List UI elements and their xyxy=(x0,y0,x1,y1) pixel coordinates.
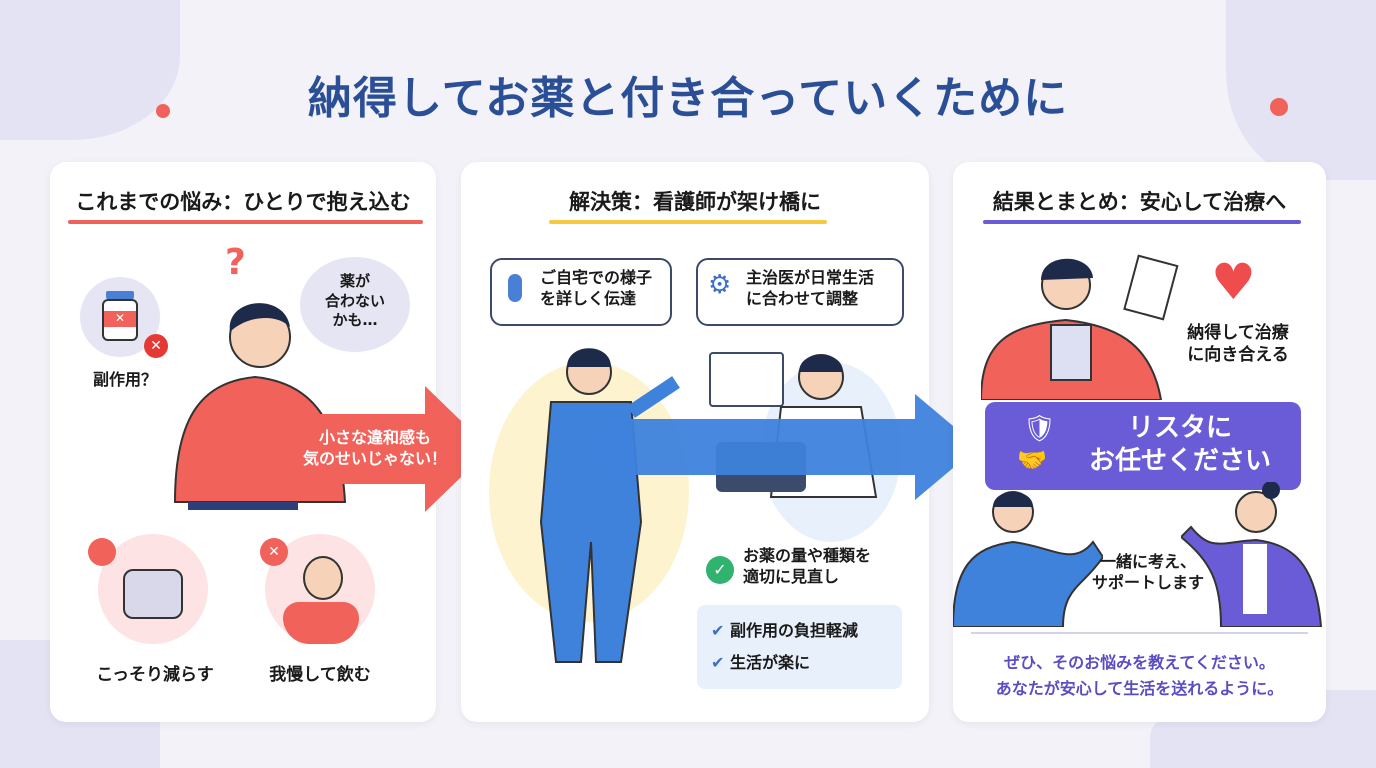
benefit-label: 生活が楽に xyxy=(729,653,810,672)
banner-text: リスタに お任せください xyxy=(1075,412,1285,477)
arrow-line: 小さな違和感も xyxy=(318,428,431,447)
pill-badge-icon xyxy=(88,538,116,566)
heart-icon: ♥ xyxy=(1211,253,1256,311)
pillow-icon xyxy=(98,534,208,644)
endure-label: 我慢して飲む xyxy=(269,665,371,685)
banner-line: リスタに xyxy=(1127,413,1232,443)
together-line: 一緒に考え、 xyxy=(1099,552,1196,571)
review-text: お薬の量や種類を 適切に見直し xyxy=(743,546,903,588)
sneak-label: こっそり減らす xyxy=(96,665,214,685)
check-icon: ✔ xyxy=(711,653,730,672)
pants xyxy=(188,502,298,510)
microphone-icon xyxy=(508,274,522,302)
together-line: サポートします xyxy=(1091,572,1204,592)
blue-arrow xyxy=(600,394,978,500)
woman-purple-illustration xyxy=(1181,482,1323,627)
question-icon: ? xyxy=(225,242,246,283)
bubble-line: ご自宅での様子 xyxy=(540,268,653,287)
chart-screen-illustration xyxy=(709,352,784,407)
thought-bubble xyxy=(300,257,410,352)
accept-text: 納得して治療 に向き合える xyxy=(1173,322,1303,366)
closing-line: あなたが安心して生活を送れるように。 xyxy=(995,678,1284,698)
divider xyxy=(971,632,1308,634)
gear-sync-icon: ⚙ xyxy=(708,270,732,300)
thought-line: 合わない xyxy=(324,291,385,310)
handshake-icon: 🤝 xyxy=(1017,446,1047,474)
restar-banner: 🛡 🤝 リスタに お任せください xyxy=(985,402,1301,490)
info-bubble-doctor: ⚙ 主治医が日常生活 に合わせて調整 xyxy=(696,258,904,326)
together-text: 一緒に考え、 サポートします xyxy=(1078,552,1218,594)
x-icon: ✕ xyxy=(144,334,168,358)
bubble-line: を詳しく伝達 xyxy=(540,288,637,308)
review-line: 適切に見直し xyxy=(743,566,840,586)
closing-message: ぜひ、そのお悩みを教えてください。 あなたが安心して生活を送れるように。 xyxy=(953,650,1326,701)
sad-man-illustration xyxy=(265,534,375,644)
thought-line: 薬が xyxy=(339,272,370,290)
heading-underline xyxy=(983,220,1301,224)
heading-underline xyxy=(549,220,827,224)
happy-man-illustration xyxy=(981,254,1179,400)
red-arrow xyxy=(275,386,490,512)
panel-result: 結果とまとめ：安心して治療へ ♥ 納得して治療 に向き合える 🛡 🤝 リスタに … xyxy=(953,162,1326,722)
panel-heading: これまでの悩み：ひとりで抱え込む xyxy=(75,190,411,214)
panel-heading: 結果とまとめ：安心して治療へ xyxy=(992,190,1287,214)
decor-dot xyxy=(1270,98,1288,116)
info-bubble-home: ご自宅での様子 を詳しく伝達 xyxy=(490,258,672,326)
banner-line: お任せください xyxy=(1088,445,1271,476)
side-effect-label: 副作用？ xyxy=(92,370,157,389)
man-blue-illustration xyxy=(953,491,1103,627)
thought-line: かも… xyxy=(332,311,378,329)
benefit-item: ✔ 副作用の負担軽減 xyxy=(711,621,858,642)
benefit-item: ✔ 生活が楽に xyxy=(711,653,810,674)
angry-face-icon: ✕ xyxy=(260,538,288,566)
bubble-line: に合わせて調整 xyxy=(746,288,859,308)
accept-line: に向き合える xyxy=(1187,345,1289,366)
bubble-line: 主治医が日常生活 xyxy=(746,268,875,287)
check-icon: ✔ xyxy=(711,621,730,640)
benefit-label: 副作用の負担軽減 xyxy=(729,621,858,640)
page-title: 納得してお薬と付き合っていくために xyxy=(307,73,1069,124)
panel-heading: 解決策：看護師が架け橋に xyxy=(569,190,821,214)
review-line: お薬の量や種類を xyxy=(743,546,872,565)
arrow-line: 気のせいじゃない！ xyxy=(302,448,447,468)
benefits-box: ✔ 副作用の負担軽減 ✔ 生活が楽に xyxy=(697,605,902,689)
thought-text: 薬が 合わない かも… xyxy=(300,272,410,331)
arrow-message: 小さな違和感も 気のせいじゃない！ xyxy=(285,428,465,470)
check-circle-icon: ✓ xyxy=(706,556,734,584)
decor-dot xyxy=(156,104,170,118)
accept-line: 納得して治療 xyxy=(1187,323,1289,343)
panel-concerns: これまでの悩み：ひとりで抱え込む ✕ ✕ 副作用？ ? 薬が 合わない かも… … xyxy=(50,162,436,722)
shield-check-icon: 🛡 xyxy=(1023,414,1057,444)
heading-underline xyxy=(68,220,423,224)
closing-line: ぜひ、そのお悩みを教えてください。 xyxy=(1004,653,1275,672)
